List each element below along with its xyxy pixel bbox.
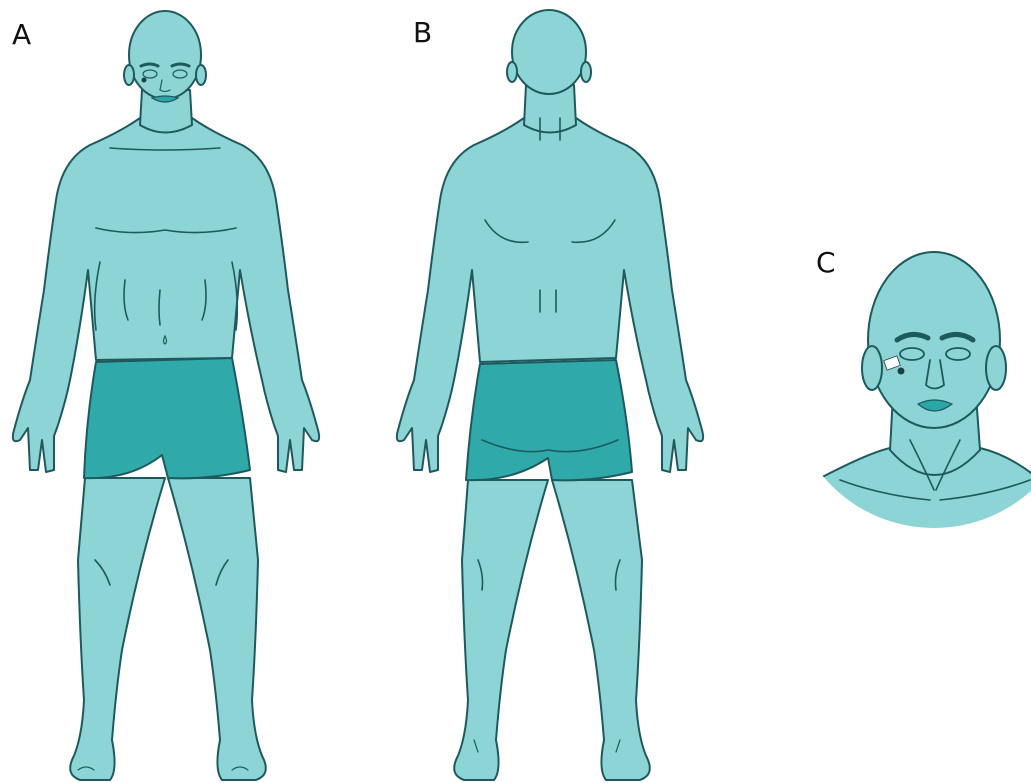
closeup-left-ear <box>862 346 882 390</box>
figure-back-view <box>397 10 703 780</box>
front-right-leg <box>168 478 266 780</box>
front-shorts <box>84 358 250 478</box>
face-closeup <box>780 240 1031 540</box>
figure-front-view <box>13 11 319 780</box>
closeup-face-lesion <box>898 368 905 375</box>
front-face-lesion <box>142 78 147 83</box>
front-left-leg <box>70 478 165 780</box>
back-shorts <box>466 360 632 480</box>
closeup-right-ear <box>986 346 1006 390</box>
back-left-leg <box>454 480 548 780</box>
back-right-leg <box>552 480 650 780</box>
back-head <box>512 10 586 94</box>
front-head <box>129 11 201 99</box>
